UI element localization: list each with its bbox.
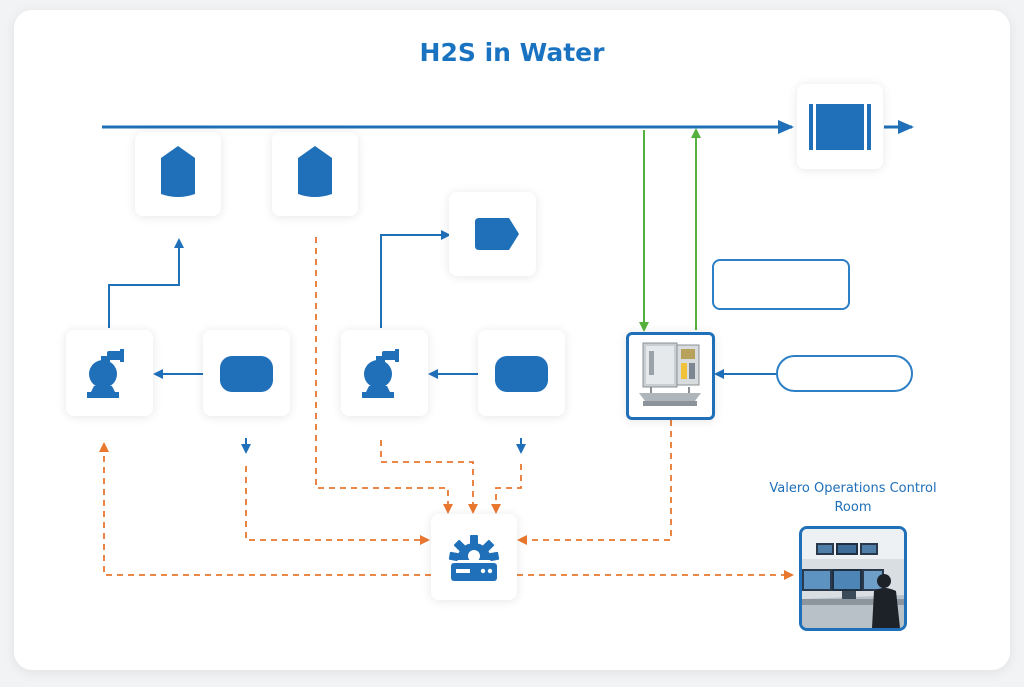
outlet-unit-icon (809, 104, 871, 150)
storage-tank-icon (161, 146, 195, 197)
tank-tile-1[interactable] (135, 132, 221, 216)
centrifugal-pump-icon (87, 349, 124, 398)
control-room-tile[interactable] (799, 526, 907, 631)
outlet-tile[interactable] (797, 84, 883, 169)
gear-controller-icon (448, 535, 500, 581)
pump-2-to-vessel (380, 230, 451, 328)
signal-tank-to-controller (315, 237, 453, 514)
analyzer-tile[interactable] (626, 332, 715, 420)
vessel-tile[interactable] (449, 192, 536, 276)
signal-drum-2-to-controller (491, 464, 522, 514)
pump-1-to-tank (108, 238, 184, 328)
analyzer-cabinet-icon (639, 342, 701, 406)
drum-tile-2[interactable] (478, 330, 565, 416)
process-vessel-icon (475, 218, 519, 250)
signal-pump-2-to-controller (380, 440, 478, 514)
signal-drum-1-to-controller (245, 466, 430, 545)
horizontal-drum-icon (220, 356, 273, 392)
storage-tank-icon (298, 146, 332, 197)
outline-pill[interactable] (776, 355, 913, 392)
signal-controller-to-pump-1 (99, 442, 431, 576)
horizontal-drum-icon (495, 356, 548, 392)
drum-tile-1[interactable] (203, 330, 290, 416)
signal-analyzer-to-controller (517, 420, 672, 545)
outline-box[interactable] (712, 259, 850, 310)
control-room-photo-icon (802, 529, 904, 628)
centrifugal-pump-icon (362, 349, 399, 398)
pump-tile-2[interactable] (341, 330, 428, 416)
controller-tile[interactable] (431, 514, 517, 600)
tank-tile-2[interactable] (272, 132, 358, 216)
page-title: H2S in Water (419, 38, 605, 67)
control-room-label: Valero Operations Control Room (769, 481, 937, 515)
pump-tile-1[interactable] (66, 330, 153, 416)
